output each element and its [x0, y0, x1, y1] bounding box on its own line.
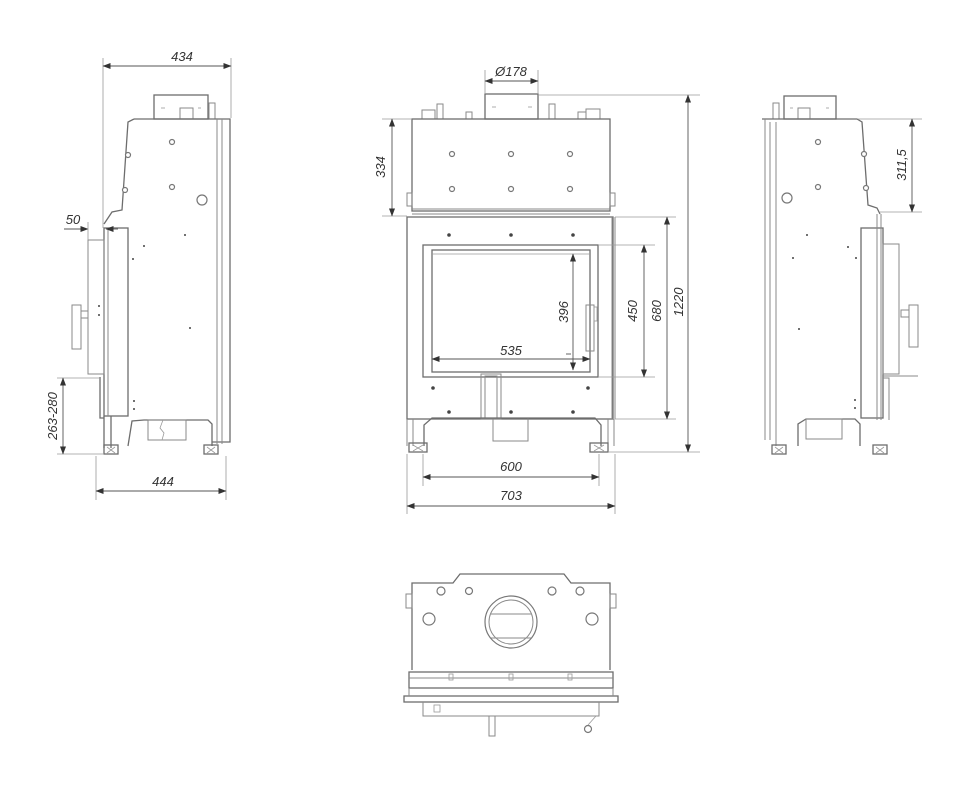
- dim-1220: 1220: [671, 287, 686, 317]
- dim-396: 396: [556, 300, 571, 322]
- top-view: [403, 573, 619, 737]
- dim-600: 600: [500, 459, 522, 474]
- right-side-view: 311,5: [762, 95, 922, 455]
- dim-311-5: 311,5: [894, 148, 909, 180]
- dim-535: 535: [500, 343, 522, 358]
- dim-50: 50: [66, 212, 81, 227]
- dim-263-280: 263-280: [45, 391, 60, 440]
- dim-434: 434: [171, 49, 193, 64]
- dim-680: 680: [649, 299, 664, 321]
- dim-703: 703: [500, 488, 522, 503]
- dim-d178: Ø178: [494, 64, 528, 79]
- front-view: Ø178 334 396 535 450 680 1220 600: [373, 64, 700, 514]
- dim-334: 334: [373, 156, 388, 178]
- dim-444: 444: [152, 474, 174, 489]
- left-side-view: 434 50 263-280 444: [45, 49, 232, 500]
- dim-450: 450: [625, 299, 640, 321]
